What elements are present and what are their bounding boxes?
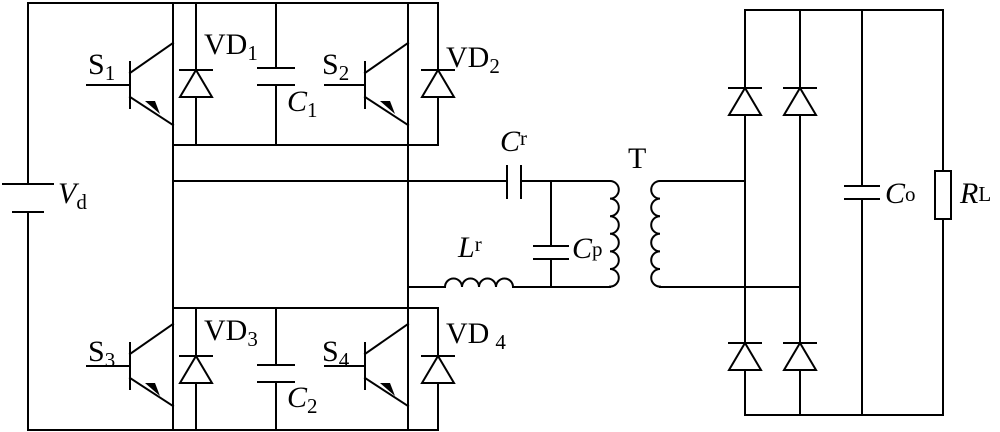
resistor-rl [934, 9, 952, 416]
transformer-t [608, 179, 801, 288]
diode-vd3 [178, 354, 214, 384]
label-rl: RL [959, 177, 991, 210]
diode-vd1 [178, 68, 214, 98]
capacitor-co [844, 9, 880, 416]
label-vd2: VD2 [446, 41, 500, 78]
label-t: T [628, 142, 646, 175]
label-vd-source: Vd [58, 177, 87, 214]
transistor-s1 [86, 2, 175, 146]
label-vd3: VD3 [204, 314, 258, 351]
inductor-lr [443, 277, 611, 289]
transistor-s3 [86, 322, 175, 408]
rectifier-bridge [727, 9, 944, 416]
label-cr: Cr [500, 125, 527, 158]
diode-vd4 [420, 354, 456, 384]
label-vd1: VD1 [204, 28, 258, 65]
capacitor-c2 [257, 364, 295, 383]
transistor-s4 [324, 322, 410, 408]
capacitor-cr [506, 165, 611, 199]
diode-vd2 [420, 68, 456, 98]
label-c1: C1 [287, 85, 318, 122]
label-s4: S4 [322, 335, 350, 372]
label-c2: C2 [287, 381, 318, 418]
label-lr: Lr [457, 231, 482, 264]
label-s1: S1 [88, 48, 115, 85]
label-co: Co [885, 177, 916, 210]
transistor-s2 [324, 41, 410, 127]
label-s2: S2 [322, 48, 349, 85]
label-s3: S3 [88, 335, 115, 372]
capacitor-c1 [257, 67, 295, 86]
label-cp: Cp [572, 232, 603, 265]
capacitor-cp [533, 180, 569, 288]
